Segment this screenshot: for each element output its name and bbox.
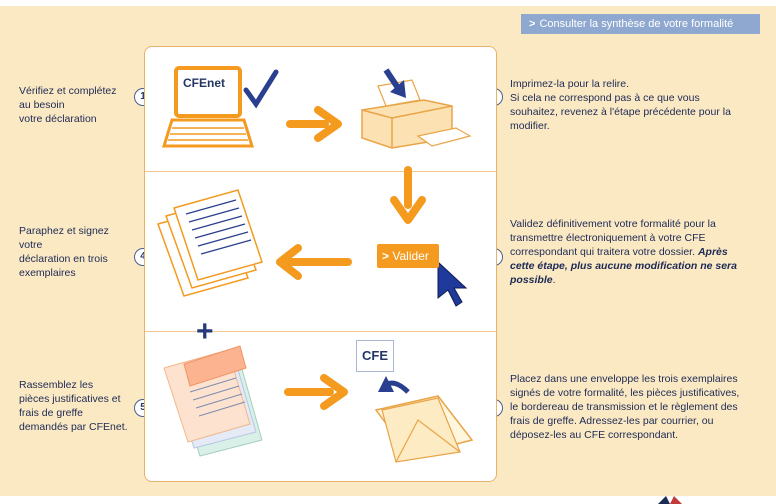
step-3-warning: Après (697, 246, 728, 258)
step-4-line: déclaration en trois (19, 253, 108, 265)
step-1-description: Vérifiez et complétez au besoin votre dé… (19, 84, 116, 126)
arrow-left-head (276, 244, 302, 280)
step-1-line: Vérifiez et complétez (19, 85, 117, 97)
step-5-description: Rassemblez les pièces justificatives et … (19, 378, 128, 434)
envelope-icon (374, 395, 474, 463)
computer-icon (161, 66, 255, 148)
step-2-line: Imprimez-la pour la relire. (510, 78, 630, 90)
chevron-right-icon: > (529, 18, 536, 30)
arrow-down-icon (383, 68, 401, 90)
step-5-line: frais de greffe (19, 407, 84, 419)
step-3-description: Validez définitivement votre formalité p… (510, 217, 737, 287)
step-2-line: Si cela ne correspond pas à ce que vous (510, 92, 700, 104)
summary-link-button[interactable]: >Consulter la synthèse de votre formalit… (521, 14, 760, 34)
step-2-line: souhaitez, revenez à l'étape précédente … (510, 106, 731, 118)
row-divider (145, 331, 496, 332)
computer-screen-label: CFEnet (183, 76, 225, 90)
step-2-line: modifier. (510, 120, 550, 132)
step-6-line: signés de votre formalité, les pièces ju… (510, 387, 740, 399)
step-6-description: Placez dans une enveloppe les trois exem… (510, 372, 739, 442)
arrow-up-head (378, 376, 394, 392)
step-2-description: Imprimez-la pour la relire. Si cela ne c… (510, 77, 731, 133)
arrow-down-head (390, 80, 406, 98)
step-6-line: déposez-les au CFE correspondant. (510, 429, 679, 441)
chevron-right-icon: > (382, 249, 390, 263)
arrow-right-head (320, 374, 348, 410)
step-1-line: votre déclaration (19, 113, 97, 125)
step-3-line: correspondant qui traitera votre dossier… (510, 246, 696, 258)
arrow-down-step-head (390, 196, 426, 224)
validate-label: Valider (392, 249, 429, 263)
check-icon (243, 69, 279, 109)
signed-documents-icon (157, 189, 263, 297)
step-4-line: Paraphez et signez (19, 225, 109, 237)
arrow-right-head (314, 106, 342, 142)
supporting-documents-icon (163, 345, 263, 457)
step-4-description: Paraphez et signez votre déclaration en … (19, 224, 109, 280)
step-5-line: pièces justificatives et (19, 393, 121, 405)
step-6-line: le bordereau de transmission et le règle… (510, 401, 738, 413)
step-1-line: au besoin (19, 99, 65, 111)
step-4-line: votre (19, 239, 43, 251)
step-3-warning: possible (510, 274, 553, 286)
step-4-line: exemplaires (19, 267, 76, 279)
printer-icon (361, 79, 472, 149)
row-divider (145, 171, 496, 172)
cursor-icon (437, 260, 468, 307)
step-5-line: Rassemblez les (19, 379, 94, 391)
footer-logo-icon (658, 496, 682, 504)
step-5-line: demandés par CFEnet. (19, 421, 128, 433)
plus-icon: + (196, 315, 214, 348)
cfe-label-box: CFE (356, 340, 394, 372)
step-3-tail: . (552, 274, 556, 286)
validate-button[interactable]: > Valider (377, 244, 439, 268)
step-6-line: Placez dans une enveloppe les trois exem… (510, 373, 738, 385)
step-6-line: frais de greffe. Adressez-les par courri… (510, 415, 714, 427)
step-3-line: Validez définitivement votre formalité p… (510, 218, 716, 230)
step-3-line: transmettre électroniquement à votre CFE (510, 232, 706, 244)
summary-link-label: Consulter la synthèse de votre formalité (539, 18, 734, 30)
step-3-warning: cette étape, plus aucune modification ne… (510, 260, 737, 272)
